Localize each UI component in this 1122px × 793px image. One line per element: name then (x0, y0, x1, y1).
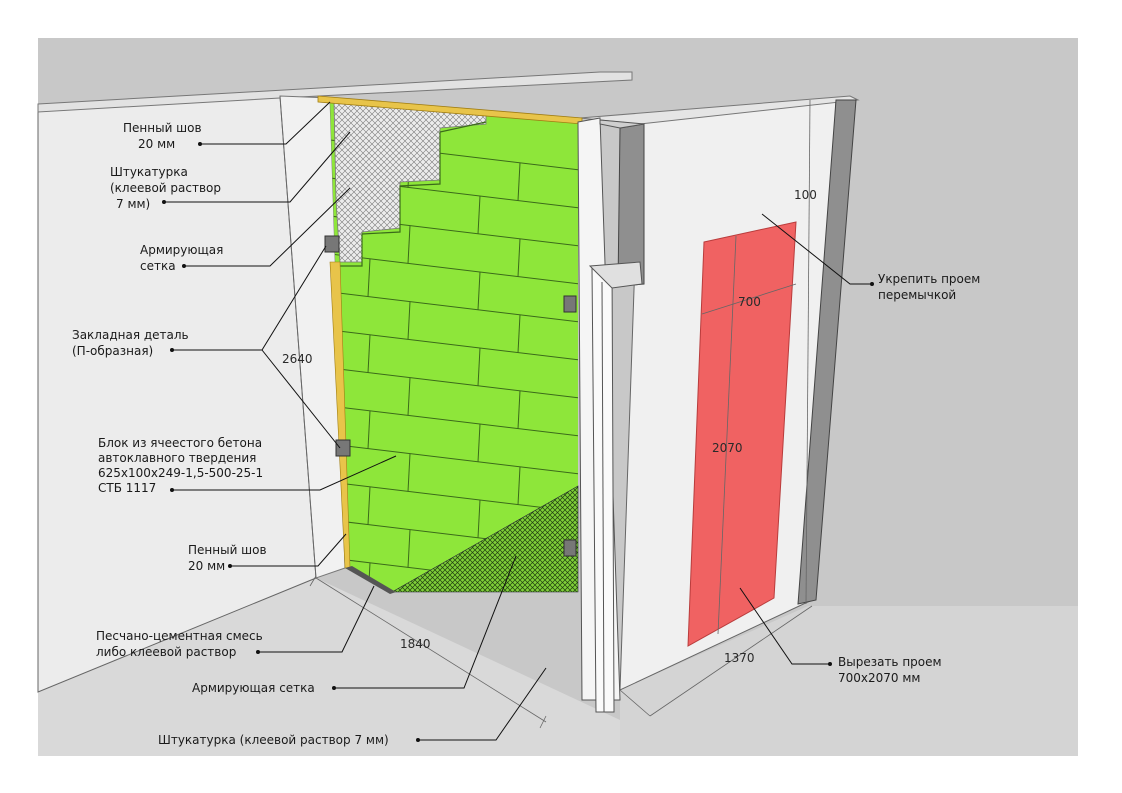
dim-door-width: 700 (738, 295, 761, 309)
far-right-post (797, 99, 857, 605)
watermark: s.onliner.by (1022, 763, 1086, 776)
floor (38, 578, 620, 756)
dim-jamb: 100 (794, 188, 817, 202)
dim-side-length: 1370 (724, 651, 755, 665)
dimension-lines (279, 95, 813, 729)
label-plaster-top: Штукатурка (клеевой раствор 7 мм) (110, 165, 225, 211)
label-embedded-part: Закладная деталь (П-образная) (72, 328, 192, 358)
label-plaster-bottom: Штукатурка (клеевой раствор 7 мм) (158, 733, 389, 747)
embedded-part-4 (563, 539, 577, 557)
block-steps (340, 121, 487, 267)
label-cut-opening: Вырезать проем 700х2070 мм (838, 655, 945, 685)
embedded-part-1 (324, 235, 340, 253)
mortar-strip (345, 566, 396, 594)
label-sand-cement: Песчано-цементная смесь либо клеевой рас… (96, 629, 267, 659)
label-mesh-bottom: Армирующая сетка (192, 681, 315, 695)
door-opening (687, 221, 797, 647)
floor-right (620, 606, 1078, 756)
label-block: Блок из ячеестого бетона автоклавного тв… (98, 436, 267, 495)
dim-wall-length: 1840 (400, 637, 431, 651)
label-foam-seam-top: Пенный шов 20 мм (123, 121, 205, 151)
dim-wall-height: 2640 (282, 352, 313, 366)
label-foam-seam-bottom: Пенный шов 20 мм (188, 543, 270, 573)
label-mesh-top: Армирующая сетка (140, 243, 227, 273)
dim-door-height: 2070 (712, 441, 743, 455)
label-reinforce-opening: Укрепить проем перемычкой (878, 272, 984, 302)
left-wall-top (37, 71, 633, 113)
callout-labels: Пенный шов 20 мм Штукатурка (клеевой рас… (72, 121, 984, 747)
embedded-part-2 (563, 295, 577, 313)
mesh-lower (390, 485, 579, 593)
embedded-part-3 (335, 439, 351, 457)
leader-lines (162, 101, 874, 742)
